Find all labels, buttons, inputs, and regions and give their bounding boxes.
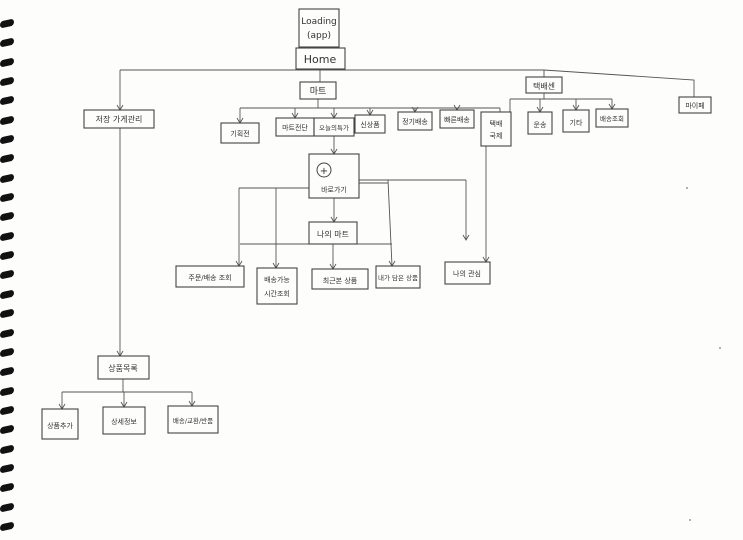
node-taekbae-child-2: 운송 bbox=[527, 111, 553, 135]
stray-mark bbox=[689, 519, 691, 521]
node-plus-goto: + 바로가기 bbox=[308, 153, 360, 199]
node-home: Home bbox=[295, 47, 346, 70]
node-loading-label: Loading bbox=[301, 17, 337, 27]
node-bottom-4-label: 내가 담은 상품 bbox=[378, 273, 418, 282]
node-taekbae: 택배센 bbox=[525, 76, 563, 94]
node-mart: 마트 bbox=[299, 81, 337, 100]
node-mart-child-1: 기획전 bbox=[220, 122, 260, 144]
node-product-add-label: 상품추가 bbox=[47, 421, 73, 430]
node-taekbae-child-3-label: 기타 bbox=[570, 118, 583, 127]
node-bottom-1: 주문/배송 조회 bbox=[175, 265, 245, 288]
node-home-label: Home bbox=[304, 53, 337, 66]
node-mart-child-2-label: 마트전단 bbox=[282, 123, 308, 132]
node-my-mart-label: 나의 마트 bbox=[317, 229, 349, 239]
node-mart-child-5-label: 정기배송 bbox=[402, 117, 428, 126]
node-product-option-label: 배송/교환/반품 bbox=[173, 416, 213, 425]
stray-mark bbox=[686, 187, 688, 189]
arrowhead bbox=[453, 104, 461, 111]
node-mart-child-3-label: 오늘의특가 bbox=[319, 123, 349, 132]
node-plus-label: + bbox=[320, 166, 328, 177]
node-product-category-label: 상품목록 bbox=[108, 363, 137, 373]
node-loading-sub: (app) bbox=[307, 31, 331, 41]
node-bottom-3: 최근본 상품 bbox=[311, 268, 369, 290]
node-taekbae-child-3: 기타 bbox=[562, 109, 590, 133]
node-taekbae-child-4-label: 배송조회 bbox=[600, 114, 624, 123]
node-bottom-1-label: 주문/배송 조회 bbox=[188, 273, 231, 282]
node-loading: Loading (app) bbox=[298, 8, 340, 48]
node-product-category: 상품목록 bbox=[97, 355, 150, 380]
node-taekbae-label: 택배센 bbox=[533, 81, 555, 91]
arrowhead bbox=[462, 234, 470, 241]
node-bottom-5: 나의 관심 bbox=[444, 261, 491, 285]
node-taekbae-child-1-l1: 택배 bbox=[490, 119, 503, 128]
node-taekbae-child-2-label: 운송 bbox=[534, 121, 547, 129]
node-taekbae-child-4: 배송조회 bbox=[595, 108, 629, 128]
node-bottom-2-l1: 배송가능 bbox=[264, 275, 290, 284]
node-bottom-2: 배송가능 시간조회 bbox=[256, 267, 298, 305]
node-mart-child-4: 신상품 bbox=[354, 114, 386, 134]
node-product-option: 배송/교환/반품 bbox=[167, 405, 219, 434]
stray-mark bbox=[719, 347, 721, 349]
node-goto-label: 바로가기 bbox=[321, 185, 347, 194]
node-product-add: 상품추가 bbox=[41, 408, 79, 440]
node-mart-child-2: 마트전단 bbox=[275, 117, 315, 137]
node-mart-child-6: 빠른배송 bbox=[439, 109, 475, 129]
connector-line bbox=[387, 179, 393, 267]
node-bottom-3-label: 최근본 상품 bbox=[323, 276, 358, 285]
node-mart-child-6-label: 빠른배송 bbox=[444, 115, 470, 124]
node-mart-child-3: 오늘의특가 bbox=[313, 117, 355, 137]
node-my-mart: 나의 마트 bbox=[308, 221, 358, 245]
node-mart-child-4-label: 신상품 bbox=[360, 120, 380, 129]
node-mypage: 마이페 bbox=[678, 96, 712, 114]
node-bottom-2-l2: 시간조회 bbox=[264, 289, 290, 298]
connector-line bbox=[543, 69, 695, 97]
node-store-manage-label: 저장 가게관리 bbox=[96, 114, 143, 124]
node-product-info-label: 상세정보 bbox=[111, 417, 137, 426]
node-mart-child-5: 정기배송 bbox=[397, 111, 433, 131]
node-store-manage: 저장 가게관리 bbox=[83, 109, 155, 129]
node-product-info: 상세정보 bbox=[102, 406, 146, 435]
node-taekbae-child-1: 택배 국제 bbox=[480, 111, 512, 147]
node-mypage-label: 마이페 bbox=[685, 101, 704, 110]
node-bottom-4: 내가 담은 상품 bbox=[375, 265, 421, 289]
node-taekbae-child-1-l2: 국제 bbox=[490, 132, 503, 140]
node-mart-label: 마트 bbox=[310, 86, 327, 97]
node-bottom-5-label: 나의 관심 bbox=[453, 269, 481, 278]
diagram-edges bbox=[58, 47, 695, 410]
node-mart-child-1-label: 기획전 bbox=[230, 129, 249, 138]
